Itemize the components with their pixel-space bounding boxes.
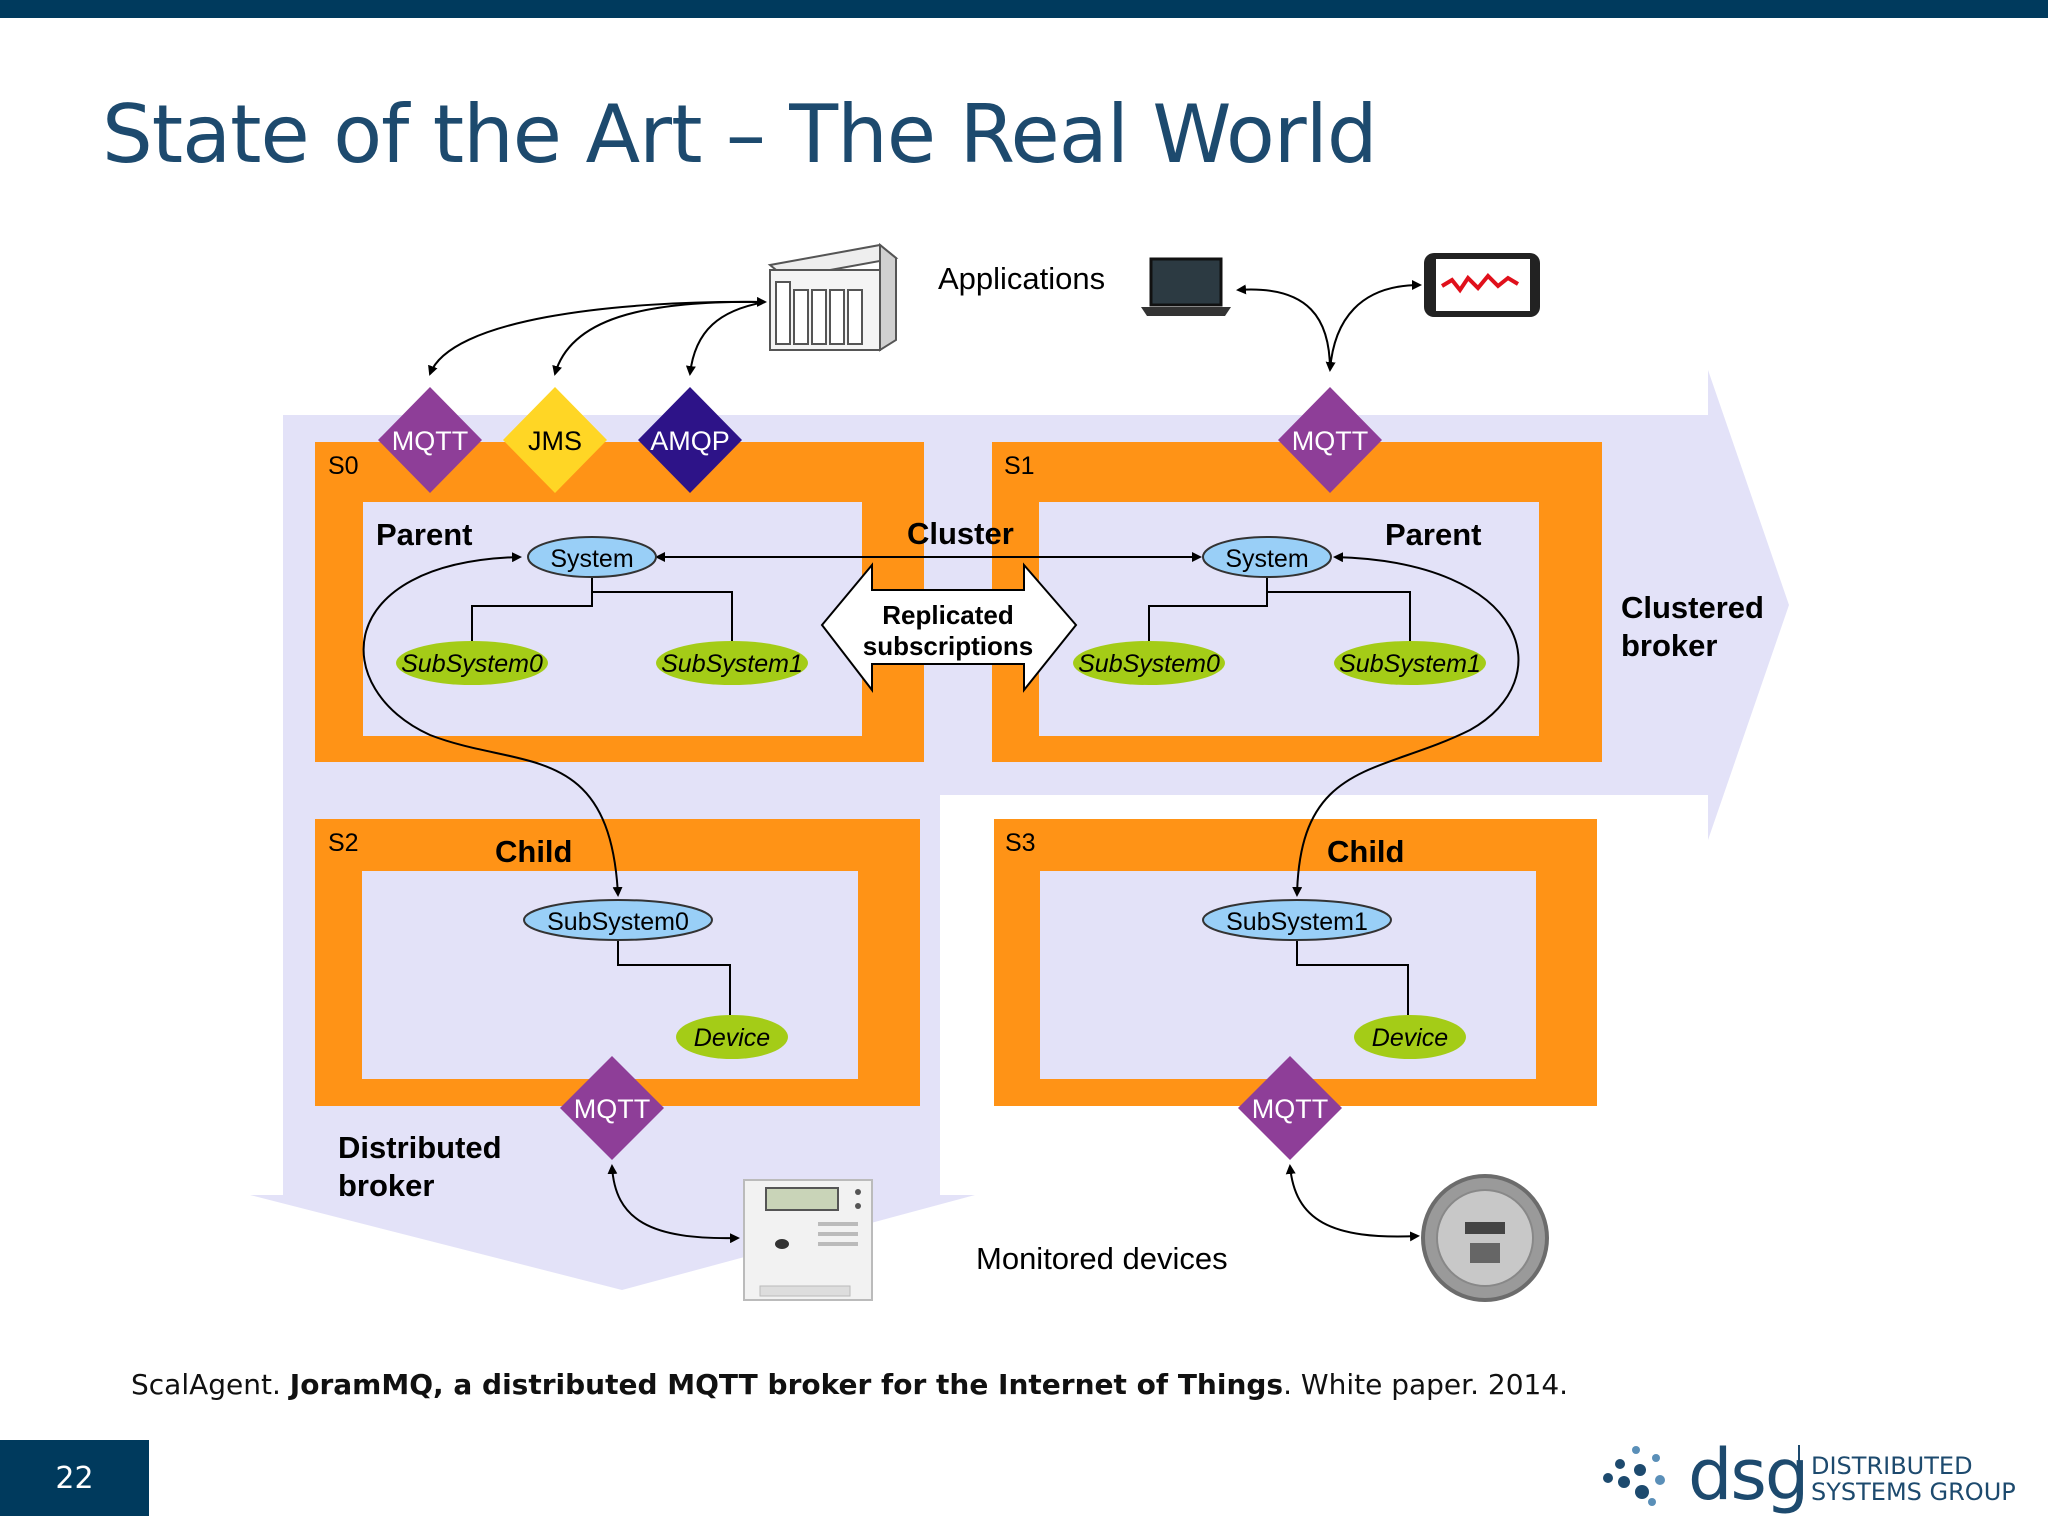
s0-subsystem0-node xyxy=(396,641,548,685)
s2-subsystem0-label: SubSystem0 xyxy=(547,908,689,936)
distributed-broker-label-1: Distributed xyxy=(338,1130,502,1165)
s0-subsystem1-label: SubSystem1 xyxy=(661,650,803,678)
s2-role-label: Child xyxy=(495,834,573,869)
device-links xyxy=(607,1164,1420,1244)
server-s1-id: S1 xyxy=(1004,452,1035,480)
s2-device-node xyxy=(676,1015,788,1059)
s0-mqtt-diamond xyxy=(378,387,482,493)
server-s3-id: S3 xyxy=(1005,829,1036,857)
s0-mqtt-label: MQTT xyxy=(392,426,468,456)
s3-subsystem1-label: SubSystem1 xyxy=(1226,908,1368,936)
dsg-logo-dots-icon xyxy=(1603,1446,1665,1506)
replicated-label-2: subscriptions xyxy=(863,631,1033,661)
s3-mqtt-label: MQTT xyxy=(1252,1094,1328,1124)
s2-subsystem0-node xyxy=(523,899,713,941)
logo-line-1: DISTRIBUTED xyxy=(1811,1452,1973,1480)
top-bar xyxy=(0,0,2048,18)
s3-device-node xyxy=(1354,1015,1466,1059)
s1-subsystem1-node xyxy=(1334,641,1486,685)
s0-to-s2-link xyxy=(362,552,623,897)
s0-amqp-diamond xyxy=(638,387,742,493)
s3-role-label: Child xyxy=(1327,834,1405,869)
applications-label: Applications xyxy=(938,261,1105,296)
citation-source: . White paper. 2014. xyxy=(1283,1368,1569,1401)
s1-system-node xyxy=(1202,536,1332,578)
s0-system-label: System xyxy=(550,545,633,573)
s1-system-label: System xyxy=(1225,545,1308,573)
distributed-broker-label-2: broker xyxy=(338,1168,434,1203)
digital-meter-icon xyxy=(743,1179,873,1301)
s0-system-node xyxy=(527,536,657,578)
cluster-label: Cluster xyxy=(907,516,1014,551)
s1-to-s3-link xyxy=(1292,552,1520,897)
clustered-broker-label-2: broker xyxy=(1621,628,1717,663)
server-s0-id: S0 xyxy=(328,452,359,480)
page-number: 22 xyxy=(55,1460,94,1496)
round-meter-icon xyxy=(1421,1174,1549,1302)
s1-mqtt-label: MQTT xyxy=(1292,426,1368,456)
s0-subsystem1-node xyxy=(656,641,808,685)
s0-subsystem0-label: SubSystem0 xyxy=(401,650,543,678)
s1-subsystem0-node xyxy=(1073,641,1225,685)
replicated-label-1: Replicated xyxy=(882,600,1014,630)
s3-subsystem1-node xyxy=(1202,899,1392,941)
s0-amqp-label: AMQP xyxy=(650,426,730,456)
logo-line-2: SYSTEMS GROUP xyxy=(1811,1478,2016,1506)
citation: ScalAgent. JoramMQ, a distributed MQTT b… xyxy=(131,1368,1568,1401)
s1-subsystem0-label: SubSystem0 xyxy=(1078,650,1220,678)
application-links xyxy=(428,280,1422,376)
s3-device-label: Device xyxy=(1372,1024,1448,1052)
citation-author: ScalAgent. xyxy=(131,1368,290,1401)
s2-mqtt-label: MQTT xyxy=(574,1094,650,1124)
slide-title: State of the Art – The Real World xyxy=(102,88,1378,181)
citation-title: JoramMQ, a distributed MQTT broker for t… xyxy=(289,1368,1284,1401)
s3-mqtt-diamond xyxy=(1238,1056,1342,1160)
laptop-icon xyxy=(1141,257,1231,316)
s2-device-label: Device xyxy=(694,1024,770,1052)
server-rack-icon xyxy=(767,242,899,352)
page-number-box: 22 xyxy=(0,1440,149,1516)
s1-mqtt-diamond xyxy=(1278,387,1382,493)
s1-role-label: Parent xyxy=(1385,517,1481,552)
s0-role-label: Parent xyxy=(376,517,472,552)
logo-separator xyxy=(1798,1445,1800,1507)
s0-jms-diamond xyxy=(503,387,607,493)
s2-mqtt-diamond xyxy=(560,1056,664,1160)
replicated-subscriptions-arrow xyxy=(820,562,1078,693)
s1-subsystem1-label: SubSystem1 xyxy=(1339,650,1481,678)
server-s2-id: S2 xyxy=(328,829,359,857)
monitored-devices-label: Monitored devices xyxy=(976,1241,1228,1276)
s0-jms-label: JMS xyxy=(528,426,582,456)
dsg-logo-text: dsg xyxy=(1688,1434,1809,1516)
clustered-broker-label-1: Clustered xyxy=(1621,590,1764,625)
smartphone-icon xyxy=(1424,253,1540,317)
